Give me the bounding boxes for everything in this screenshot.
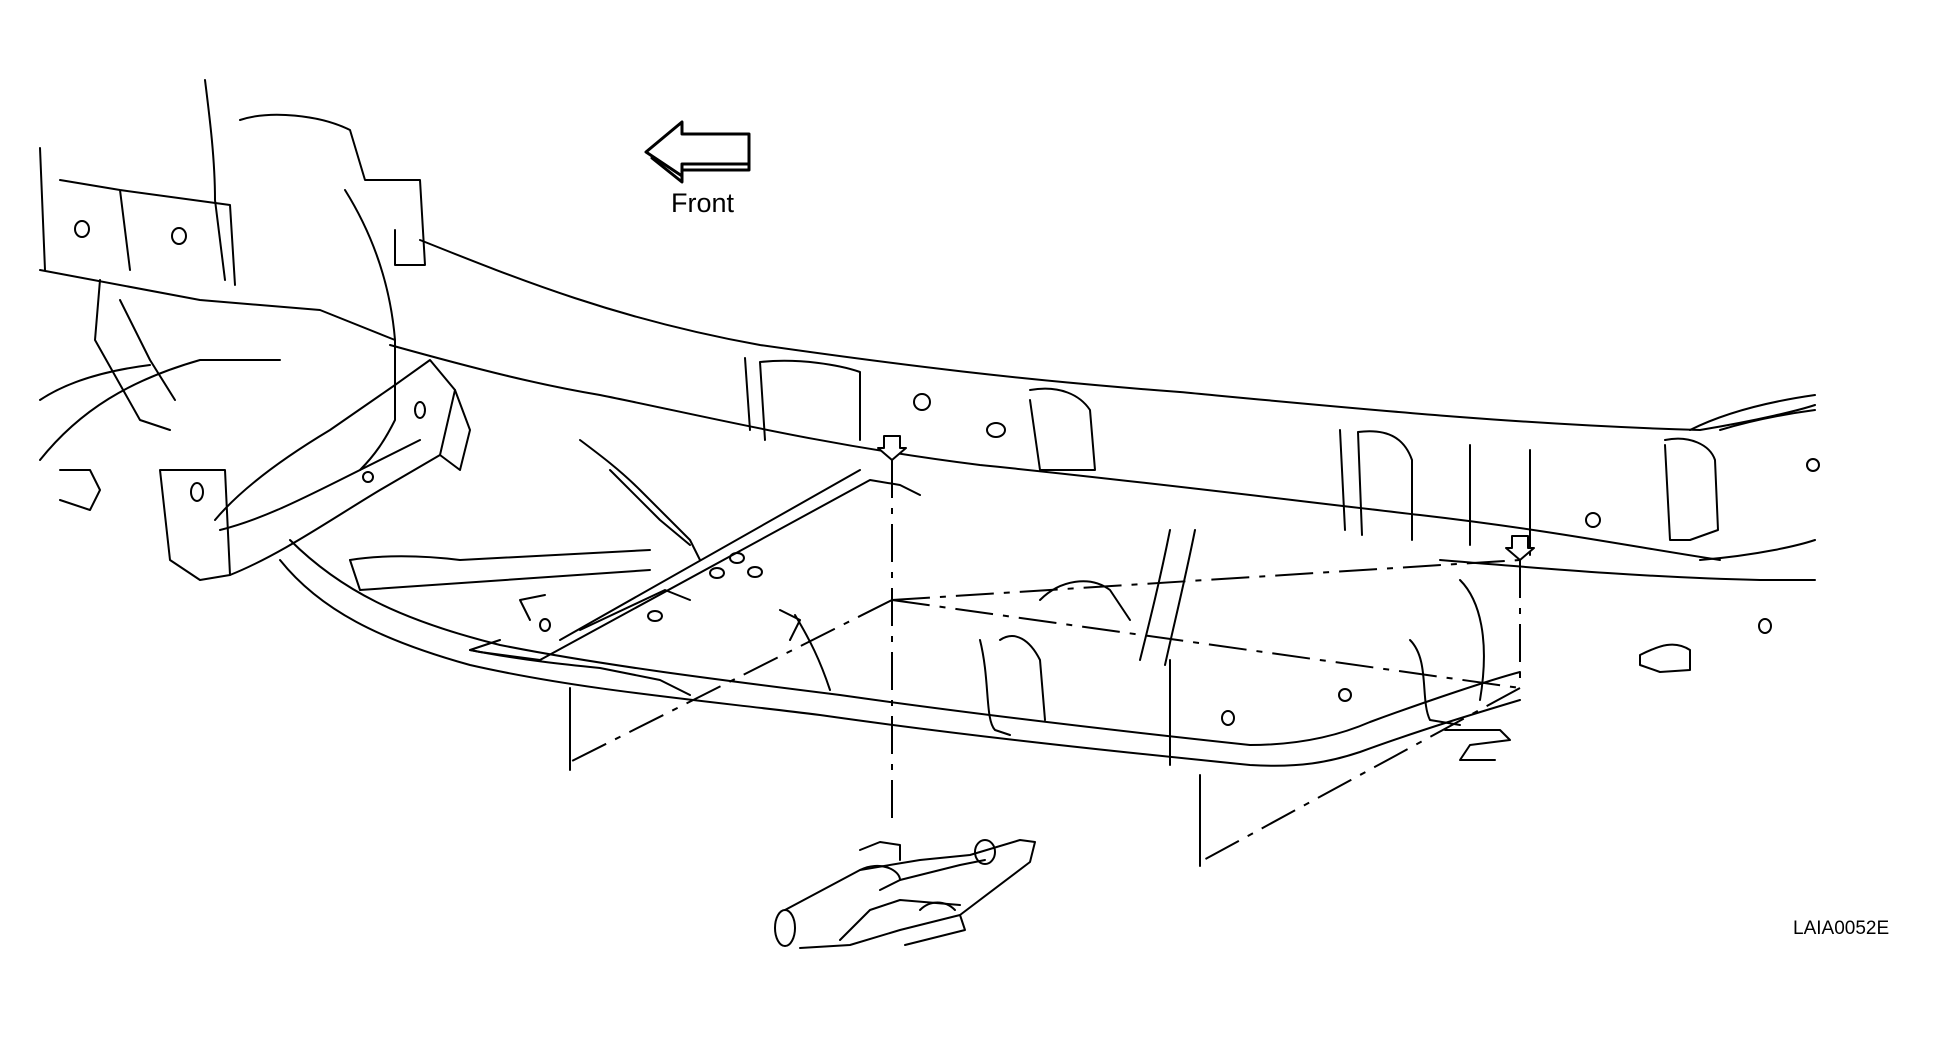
detached-bracket-part bbox=[774, 839, 1036, 949]
front-label: Front bbox=[671, 188, 735, 218]
rear-crossmember bbox=[779, 529, 1691, 761]
mounting-point-marker-down-arrow-icon bbox=[877, 435, 907, 461]
front-crossmember bbox=[39, 79, 471, 581]
front-direction-arrow-icon bbox=[644, 120, 751, 184]
reference-box-lines bbox=[569, 460, 1521, 867]
middle-crossmember bbox=[349, 439, 921, 696]
left-side-rail bbox=[279, 539, 1521, 767]
right-side-rail bbox=[389, 239, 1820, 634]
mounting-point-marker-down-arrow-icon bbox=[1505, 535, 1535, 561]
figure-code: LAIA0052E bbox=[1793, 918, 1890, 939]
